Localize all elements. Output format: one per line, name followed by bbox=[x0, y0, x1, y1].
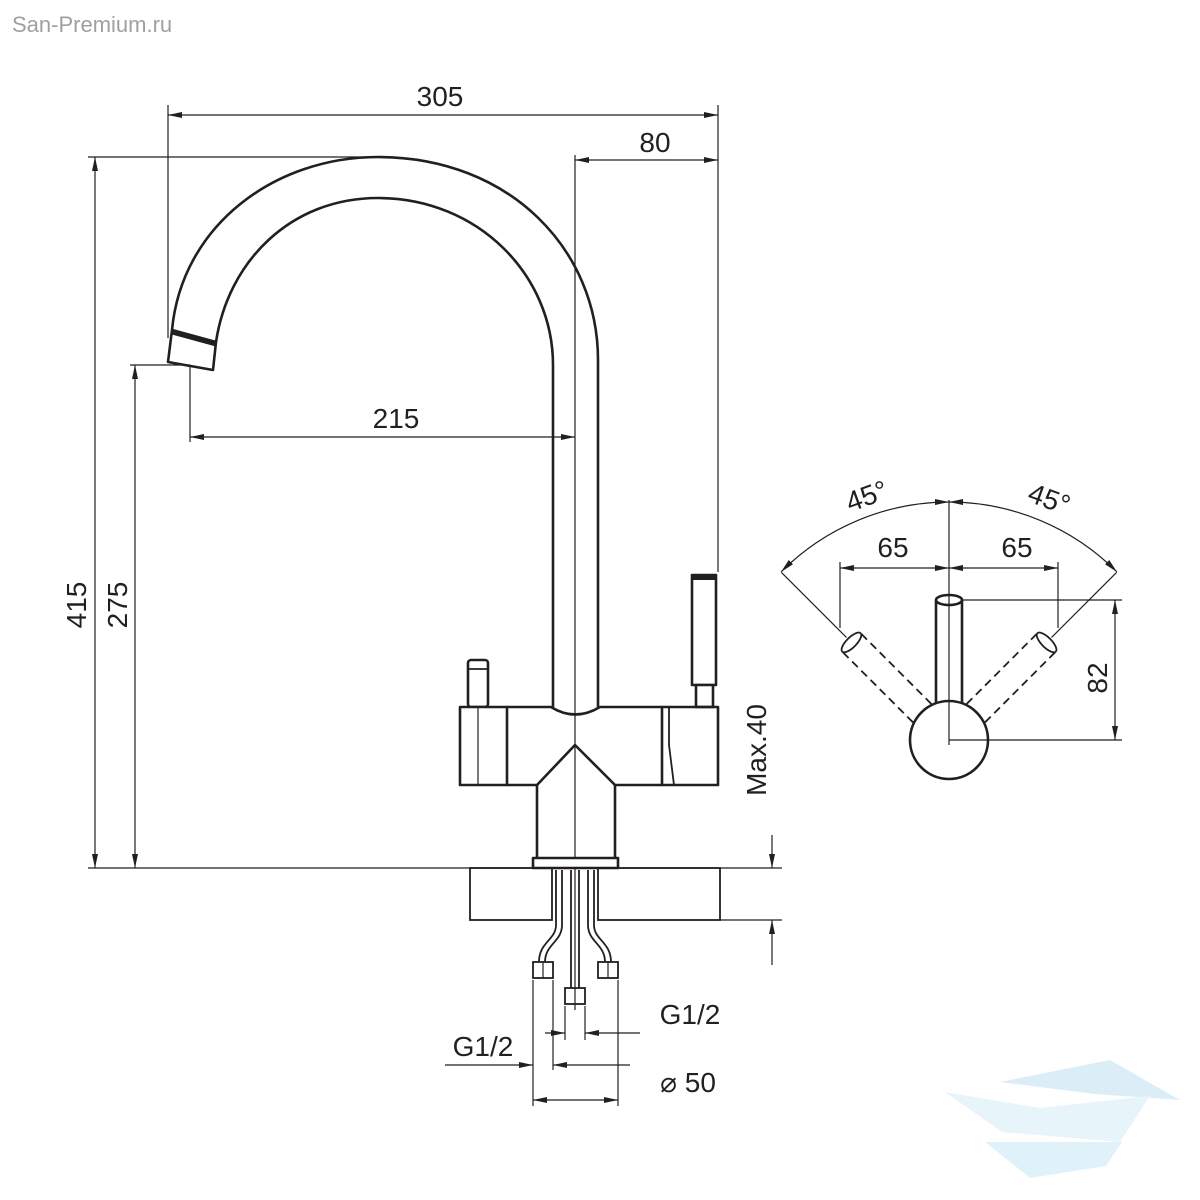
lever-position-left bbox=[780, 571, 937, 728]
side-view: 305 80 215 415 275 Max.40 bbox=[61, 81, 782, 1106]
spout-outer-edge bbox=[170, 155, 600, 707]
hose-left bbox=[538, 870, 557, 963]
countertop-left-section bbox=[469, 867, 553, 921]
dim-inlet-left: G1/2 bbox=[445, 980, 630, 1070]
dim-base-diameter: ⌀ 50 bbox=[532, 980, 716, 1106]
lever-right-end bbox=[1035, 631, 1058, 654]
cold-lever bbox=[466, 658, 490, 709]
lever-right-edge-a bbox=[961, 633, 1038, 709]
dim-offset-right: 65 bbox=[949, 532, 1059, 628]
dim-lever-height: 82 bbox=[949, 599, 1122, 741]
dim-inlet-right: G1/2 bbox=[545, 999, 720, 1040]
top-view: 65 65 45° 45° 82 bbox=[780, 474, 1122, 781]
aerator-band bbox=[171, 329, 217, 347]
dim-label-g12-upper: G1/2 bbox=[660, 999, 721, 1030]
dim-label-215: 215 bbox=[373, 403, 420, 434]
dim-handle-offset: 80 bbox=[575, 127, 718, 163]
spout-inner-edge bbox=[214, 196, 555, 707]
dim-label-g12-lower: G1/2 bbox=[453, 1031, 514, 1062]
dim-label-415: 415 bbox=[61, 582, 92, 629]
faucet-body bbox=[458, 705, 720, 870]
supply-hoses bbox=[532, 870, 619, 1005]
lever-right-radial bbox=[1051, 571, 1118, 638]
site-watermark: San-Premium.ru bbox=[12, 12, 172, 37]
body-top-edge bbox=[507, 705, 662, 716]
hose-right-inner bbox=[593, 870, 612, 963]
body-chevron bbox=[536, 743, 616, 786]
filter-lever-handle bbox=[690, 573, 718, 687]
filter-lever-stem bbox=[694, 683, 715, 709]
dim-label-82: 82 bbox=[1082, 662, 1113, 693]
lever-left-radial bbox=[780, 571, 847, 638]
dim-label-max40: Max.40 bbox=[741, 704, 772, 796]
cold-lever-stem bbox=[466, 658, 490, 709]
swing-arc-right bbox=[948, 499, 1118, 573]
dim-label-305: 305 bbox=[417, 81, 464, 112]
dim-offset-left: 65 bbox=[839, 532, 949, 628]
dim-label-diameter: ⌀ 50 bbox=[660, 1067, 716, 1098]
countertop-right-section bbox=[597, 867, 721, 921]
dim-overall-height: 415 bbox=[61, 156, 380, 868]
body-right-divider bbox=[668, 707, 675, 786]
dim-spout-reach: 215 bbox=[189, 365, 575, 442]
lever-left-edge-a bbox=[842, 651, 918, 728]
hose-right bbox=[587, 870, 606, 963]
dim-label-65-left: 65 bbox=[877, 532, 908, 563]
angle-label-right: 45° bbox=[1024, 477, 1074, 521]
dim-spout-height: 275 bbox=[102, 364, 190, 868]
logo-bath bbox=[945, 1092, 1150, 1142]
body-left-cap bbox=[458, 705, 509, 787]
dim-label-65-right: 65 bbox=[1001, 532, 1032, 563]
spout bbox=[166, 155, 600, 707]
filter-lever bbox=[690, 573, 718, 709]
swing-arc-left bbox=[780, 499, 950, 573]
hose-left-inner bbox=[544, 870, 563, 963]
logo-wave bbox=[1000, 1060, 1180, 1100]
lever-left-edge-b bbox=[860, 633, 937, 709]
lever-right-edge-b bbox=[980, 651, 1056, 728]
countertop bbox=[88, 867, 782, 921]
dim-label-80: 80 bbox=[639, 127, 670, 158]
logo bbox=[945, 1060, 1180, 1178]
dim-overall-reach: 305 bbox=[167, 81, 719, 572]
base-plate bbox=[531, 856, 620, 870]
dim-label-275: 275 bbox=[102, 582, 133, 629]
body-right-cap bbox=[660, 705, 720, 787]
logo-base bbox=[985, 1142, 1122, 1178]
dim-max-countertop: Max.40 bbox=[741, 704, 775, 965]
lever-position-right bbox=[961, 571, 1118, 728]
lever-left-end bbox=[840, 631, 863, 654]
